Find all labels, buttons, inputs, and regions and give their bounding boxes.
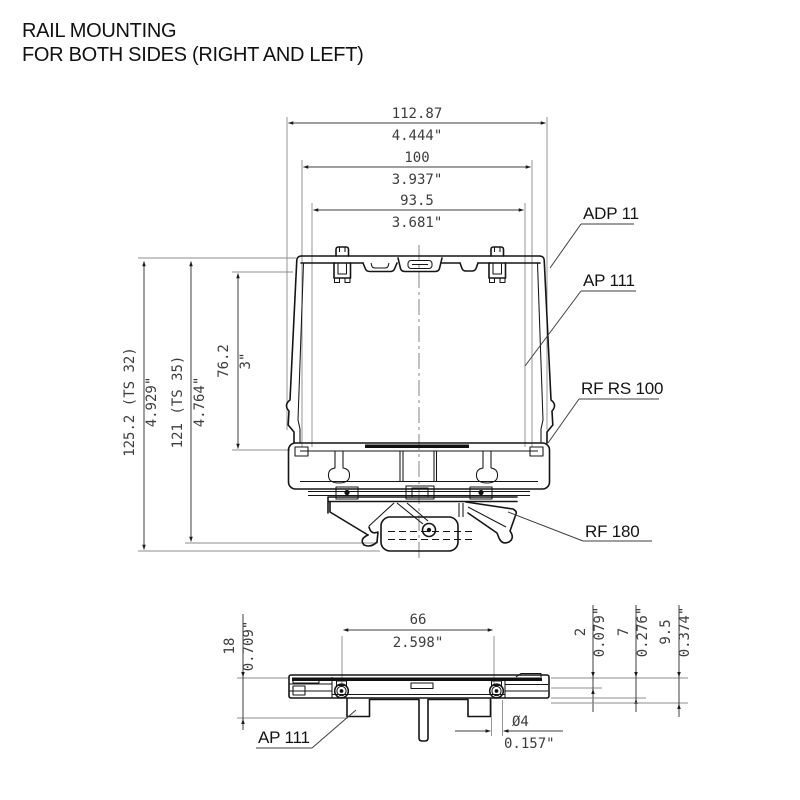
- dimension-inner-width: 93.5 3.681": [311, 193, 526, 447]
- rail-fixing-zone: [308, 485, 530, 500]
- part-label-text: AP 111: [258, 728, 310, 747]
- title-line-2: FOR BOTH SIDES (RIGHT AND LEFT): [22, 43, 364, 66]
- dim-mm-value: Ø4: [512, 714, 529, 730]
- dim-mm-value: 2: [573, 628, 589, 636]
- plate-feet-and-pin: [346, 697, 492, 742]
- bar-notch-left: [362, 262, 398, 273]
- din-rail-profile: [287, 442, 551, 490]
- dim-mm-value: 93.5: [400, 193, 434, 209]
- dim-inch-value: 4.929": [144, 377, 160, 428]
- part-label-text: AP 111: [583, 271, 635, 290]
- dim-inch-value: 4.444": [392, 128, 443, 144]
- part-label-text: RF RS 100: [581, 379, 663, 398]
- adapter-plate-side-view: [288, 672, 550, 742]
- part-label-text: RF 180: [585, 522, 640, 541]
- dim-inch-value: 0.157": [504, 736, 555, 752]
- dim-inch-value: 2.598": [393, 635, 444, 651]
- part-label-text: ADP 11: [583, 204, 639, 223]
- dimension-total-height-ts32: 125.2 (TS 32) 4.929": [122, 257, 380, 552]
- dim-mm-value: 7: [616, 628, 632, 636]
- dim-mm-value: 18: [222, 638, 238, 655]
- label-ap111: AP 111: [524, 271, 636, 367]
- dimension-step-9-5mm: 9.5 0.374": [551, 605, 693, 717]
- label-rf-rs100: RF RS 100: [547, 379, 663, 444]
- dim-inch-value: 3.937": [392, 172, 443, 188]
- adapter-profile: [285, 246, 556, 444]
- dimension-total-height-ts35: 121 (TS 35) 4.764": [170, 261, 378, 544]
- title-line-1: RAIL MOUNTING: [22, 20, 177, 42]
- dimension-step-2mm: 2 0.079": [551, 605, 688, 712]
- dimension-panel-height: 76.2 3": [216, 271, 293, 451]
- dimension-hole-diameter: Ø4 0.157": [455, 700, 563, 752]
- mounting-clip-right: [488, 246, 507, 284]
- center-tongue: [397, 257, 443, 273]
- drawing-title: RAIL MOUNTING FOR BOTH SIDES (RIGHT AND …: [22, 20, 364, 67]
- dimension-step-7mm: 7 0.276": [551, 605, 651, 712]
- dim-inch-value: 3.681": [392, 215, 443, 231]
- rail-top-strip: [365, 444, 469, 448]
- screw-right: [488, 680, 505, 699]
- dim-mm-value: 112.87: [392, 106, 443, 122]
- screw-left: [333, 680, 350, 699]
- dim-mm-value: 100: [404, 150, 429, 166]
- dim-mm-value: 121 (TS 35): [170, 356, 186, 449]
- clamp-body: [380, 516, 459, 552]
- label-adp11: ADP 11: [549, 204, 639, 269]
- dimension-plate-height: 18 0.709": [222, 614, 348, 730]
- bottom-view: 66 2.598" 18 0.709" 2 0.079": [222, 605, 693, 752]
- dimension-rail-width: 100 3.937": [301, 150, 533, 447]
- main-view: 112.87 4.444" 100 3.937" 93.5 3.681" 125…: [122, 106, 663, 560]
- clamp-rf180: [327, 496, 518, 552]
- dim-inch-value: 0.374": [677, 607, 693, 658]
- dim-inch-value: 4.764": [192, 377, 208, 428]
- dim-inch-value: 0.709": [241, 621, 257, 672]
- mounting-clip-left: [333, 246, 352, 284]
- dim-mm-value: 125.2 (TS 32): [122, 347, 138, 457]
- fixing-point-left: [344, 489, 350, 496]
- label-ap111-bottom: AP 111: [256, 709, 357, 749]
- dim-mm-value: 66: [410, 612, 427, 628]
- fixing-point-right: [478, 489, 484, 496]
- label-rf180: RF 180: [507, 511, 652, 542]
- dimension-overall-width: 112.87 4.444": [286, 106, 548, 430]
- dim-inch-value: 0.079": [592, 607, 608, 658]
- plate-top-strip: [292, 677, 542, 681]
- dim-mm-value: 9.5: [658, 619, 674, 644]
- bar-notch-right: [459, 262, 479, 272]
- dim-mm-value: 76.2: [216, 344, 232, 378]
- dim-inch-value: 3": [238, 353, 254, 370]
- dim-inch-value: 0.276": [635, 607, 651, 658]
